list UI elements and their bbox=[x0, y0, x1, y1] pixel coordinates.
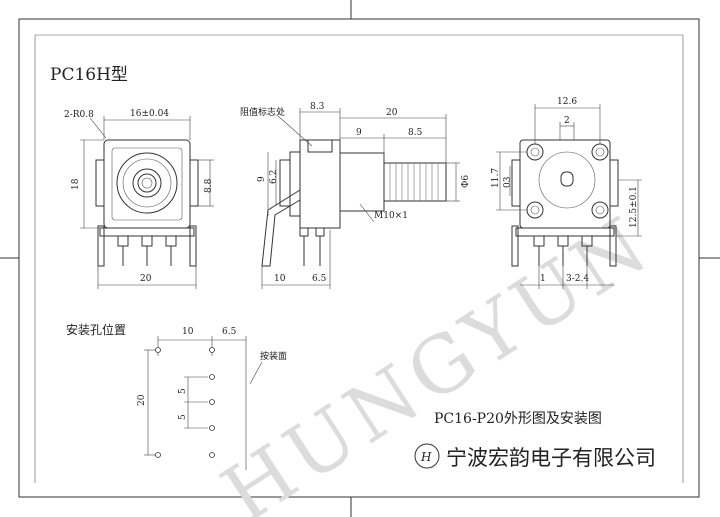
model-title: PC16H型 bbox=[50, 65, 128, 85]
side-dim-v-outer: 9 bbox=[257, 176, 267, 182]
inner-frame bbox=[34, 34, 684, 483]
mounting-dim-v-2: 5 bbox=[178, 414, 188, 420]
front-height-label: 18 bbox=[71, 178, 81, 190]
back-dim-height-b: 03 bbox=[503, 176, 513, 188]
front-radius-label: 2-R0.8 bbox=[64, 110, 94, 120]
mounting-dim-top-2: 6.5 bbox=[222, 327, 237, 337]
side-dim-bottom-right: 6.5 bbox=[312, 274, 327, 284]
back-dim-bottom-2: 3-2.4 bbox=[566, 274, 589, 284]
drawing-caption: PC16-P20外形图及安装图 bbox=[434, 411, 602, 427]
front-right-height-label: 8.8 bbox=[204, 178, 214, 193]
mounting-title: 安装孔位置 bbox=[66, 322, 126, 337]
side-dim-bottom-left: 10 bbox=[274, 274, 286, 284]
back-dim-right-height: 12.5±0.1 bbox=[629, 186, 639, 228]
company-logo-icon: H bbox=[414, 443, 440, 469]
mounting-dim-v-1: 5 bbox=[178, 388, 188, 394]
mounting-dim-top-1: 10 bbox=[182, 327, 194, 337]
side-dim-v-inner: 6.2 bbox=[269, 170, 279, 184]
side-dim-top-left: 8.3 bbox=[310, 102, 325, 112]
front-width-label: 16±0.04 bbox=[130, 109, 169, 119]
front-view bbox=[80, 116, 214, 289]
mounting-holes bbox=[144, 336, 263, 470]
back-dim-bottom-1: 1 bbox=[540, 274, 546, 284]
back-dim-height-a: 11.7 bbox=[491, 168, 501, 188]
side-dim-right: 8.5 bbox=[408, 128, 423, 138]
back-dim-mid: 2 bbox=[564, 116, 570, 126]
front-bottom-width-label: 20 bbox=[140, 274, 152, 284]
side-dim-total: 20 bbox=[386, 108, 398, 118]
side-thread-label: M10×1 bbox=[374, 211, 408, 221]
side-dim-mid: 9 bbox=[356, 128, 362, 138]
back-view bbox=[496, 104, 642, 289]
side-view bbox=[261, 108, 460, 289]
side-shaft-dia: Φ6 bbox=[461, 175, 471, 188]
company-logo-letter: H bbox=[420, 450, 432, 464]
mounting-panel-label: 按装面 bbox=[260, 350, 287, 362]
side-marker-label: 阻值标志处 bbox=[240, 106, 285, 118]
mounting-dim-total: 20 bbox=[137, 394, 147, 406]
back-dim-width: 12.6 bbox=[557, 97, 577, 107]
company-name: 宁波宏韵电子有限公司 bbox=[446, 446, 656, 470]
